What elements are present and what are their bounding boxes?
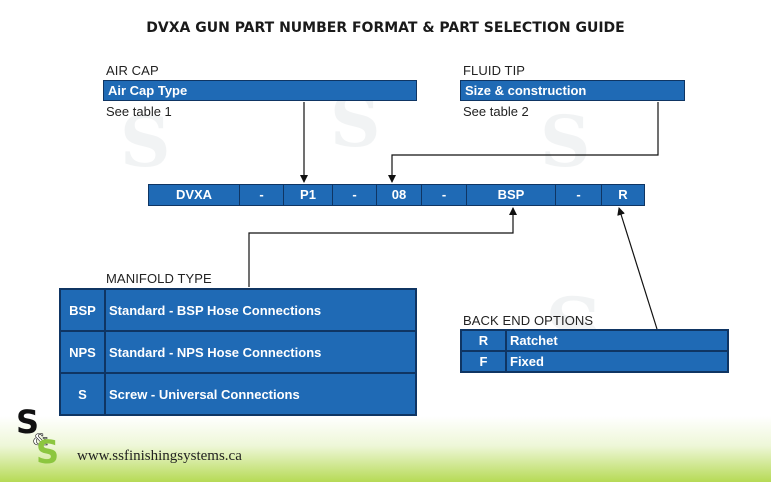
footer-band	[0, 416, 771, 482]
part-number-separator: -	[421, 184, 467, 206]
back-end-table: R Ratchet F Fixed	[460, 329, 729, 373]
ss-logo: S & S	[16, 405, 59, 465]
part-number-segment-manifold: BSP	[466, 184, 556, 206]
arrow-manifold	[248, 207, 517, 287]
table-row: R Ratchet	[460, 329, 729, 352]
table-row: S Screw - Universal Connections	[59, 372, 417, 416]
manifold-desc: Standard - NPS Hose Connections	[104, 330, 417, 374]
manifold-desc: Screw - Universal Connections	[104, 372, 417, 416]
page-title: DVXA GUN PART NUMBER FORMAT & PART SELEC…	[146, 20, 625, 36]
back-end-desc: Fixed	[505, 350, 729, 373]
manifold-table: BSP Standard - BSP Hose Connections NPS …	[59, 288, 417, 416]
manifold-code: S	[59, 372, 106, 416]
air-cap-note: See table 1	[106, 104, 172, 119]
manifold-code: BSP	[59, 288, 106, 332]
back-end-code: F	[460, 350, 507, 373]
watermark-logo: S	[540, 100, 591, 183]
manifold-code: NPS	[59, 330, 106, 374]
fluid-tip-note: See table 2	[463, 104, 529, 119]
back-end-code: R	[460, 329, 507, 352]
arrow-fluid-tip	[388, 102, 659, 183]
part-number-separator: -	[239, 184, 284, 206]
website-url[interactable]: www.ssfinishingsystems.ca	[77, 448, 242, 464]
part-number-row: DVXA - P1 - 08 - BSP - R	[148, 184, 645, 206]
table-row: BSP Standard - BSP Hose Connections	[59, 288, 417, 332]
table-row: NPS Standard - NPS Hose Connections	[59, 330, 417, 374]
watermark-logo: S	[120, 100, 171, 183]
svg-text:S: S	[16, 405, 39, 441]
back-end-heading: BACK END OPTIONS	[463, 313, 594, 328]
air-cap-heading: AIR CAP	[106, 63, 159, 78]
manifold-heading: MANIFOLD TYPE	[106, 271, 212, 286]
table-row: F Fixed	[460, 350, 729, 373]
fluid-tip-heading: FLUID TIP	[463, 63, 526, 78]
manifold-desc: Standard - BSP Hose Connections	[104, 288, 417, 332]
part-number-segment-back-end: R	[601, 184, 645, 206]
part-number-segment-fluid-tip: 08	[376, 184, 422, 206]
svg-text:S: S	[36, 433, 59, 465]
air-cap-bar: Air Cap Type	[103, 80, 417, 101]
fluid-tip-bar: Size & construction	[460, 80, 685, 101]
back-end-desc: Ratchet	[505, 329, 729, 352]
arrow-back-end	[617, 207, 658, 330]
svg-text:&: &	[33, 430, 48, 449]
